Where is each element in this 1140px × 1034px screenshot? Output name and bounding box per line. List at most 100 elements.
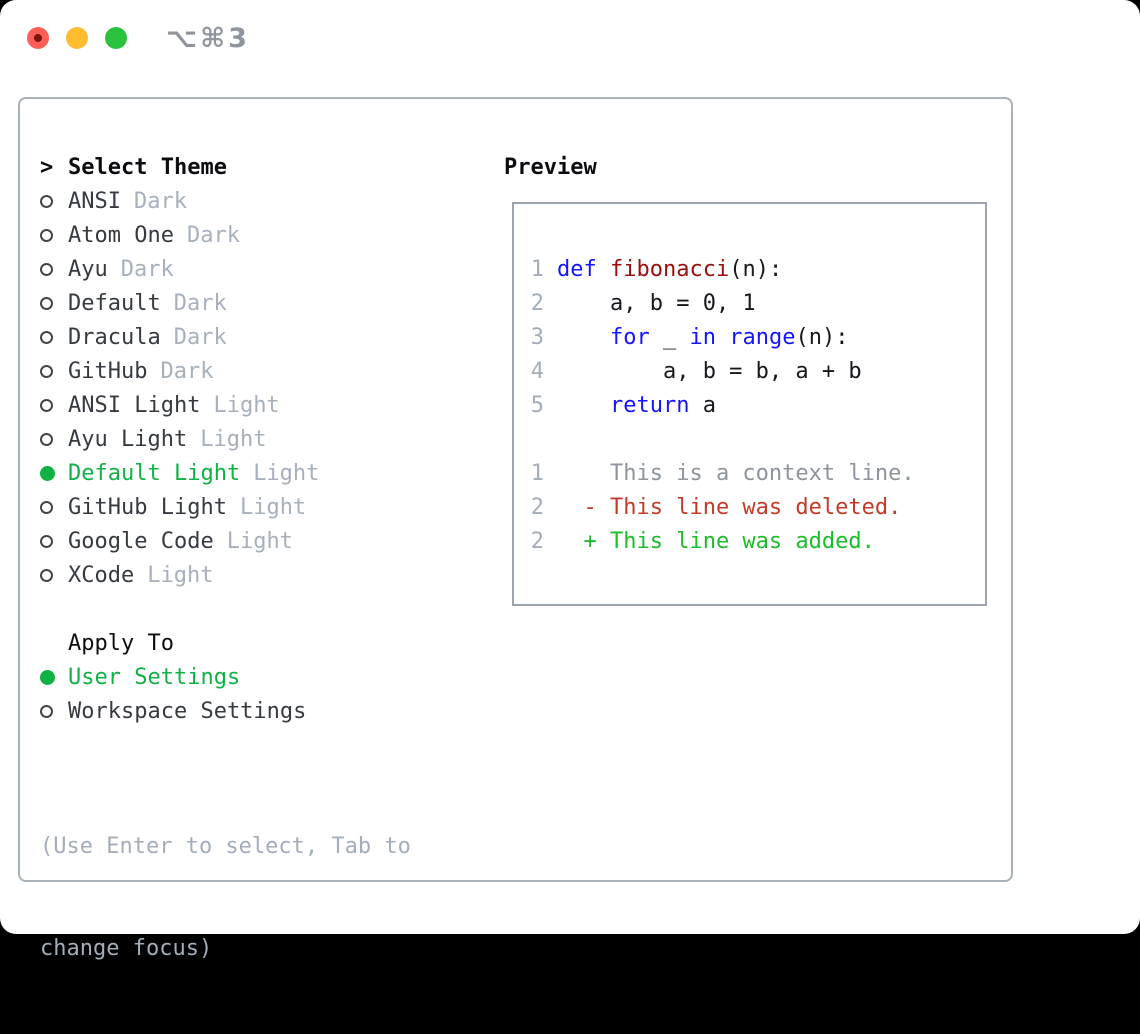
code-line: 1 def fibonacci(n): — [530, 252, 985, 286]
apply-option-label: Workspace Settings — [68, 698, 307, 724]
theme-variant: Dark — [173, 324, 227, 350]
theme-variant: Light — [253, 460, 320, 486]
apply-to-user-settings[interactable]: User Settings — [40, 660, 490, 694]
theme-option-ansi-dark[interactable]: ANSI Dark — [40, 184, 490, 218]
line-number: 2 — [530, 494, 544, 520]
app-window: ⌥⌘3 > Select Theme ANSI Dark Atom One Da… — [0, 0, 1140, 961]
code-keyword: for — [609, 324, 650, 350]
theme-option-dracula-dark[interactable]: Dracula Dark — [40, 320, 490, 354]
radio-unselected-icon — [40, 262, 53, 276]
line-number: 4 — [530, 358, 544, 384]
hint-line-1: (Use Enter to select, Tab to — [40, 834, 411, 859]
code-text: _ — [649, 324, 690, 350]
radio-unselected-icon — [40, 398, 53, 412]
theme-option-github-dark[interactable]: GitHub Dark — [40, 354, 490, 388]
theme-option-xcode[interactable]: XCode Light — [40, 558, 490, 592]
theme-name: Ayu — [68, 256, 108, 282]
apply-to-header: Apply To — [40, 626, 490, 660]
code-text: a, b = b, a + b — [557, 358, 862, 384]
added-line-text: + This line was added. — [557, 528, 875, 554]
theme-variant: Dark — [186, 222, 240, 248]
radio-unselected-icon — [40, 296, 53, 310]
theme-name: XCode — [68, 562, 135, 588]
line-number: 5 — [530, 392, 544, 418]
theme-option-default-dark[interactable]: Default Dark — [40, 286, 490, 320]
radio-unselected-icon — [40, 228, 53, 242]
theme-name: Google Code — [68, 528, 214, 554]
code-keyword: return — [609, 392, 690, 418]
theme-list: > Select Theme ANSI Dark Atom One Dark A… — [40, 150, 490, 1034]
theme-picker-panel: > Select Theme ANSI Dark Atom One Dark A… — [18, 97, 1013, 961]
select-theme-header: > Select Theme — [40, 150, 490, 184]
close-button[interactable] — [27, 27, 49, 49]
theme-variant: Dark — [160, 358, 214, 384]
theme-option-ayu-dark[interactable]: Ayu Dark — [40, 252, 490, 286]
code-function-name: fibonacci — [609, 256, 730, 282]
theme-name: Ayu Light — [68, 426, 188, 452]
code-text: a, b = 0, 1 — [557, 290, 756, 316]
code-keyword: def — [557, 256, 610, 282]
theme-variant: Light — [200, 426, 267, 452]
preview-header: Preview — [504, 150, 1004, 184]
theme-variant: Light — [239, 494, 307, 520]
theme-variant: Dark — [133, 188, 187, 214]
radio-unselected-icon — [40, 330, 53, 344]
zoom-button[interactable] — [105, 27, 127, 49]
code-line: 5 return a — [530, 388, 985, 422]
theme-name: GitHub Light — [68, 494, 227, 520]
radio-selected-icon — [40, 669, 55, 685]
theme-name: GitHub — [68, 358, 148, 384]
line-number: 2 — [530, 290, 544, 316]
preview-title: Preview — [504, 154, 597, 180]
diff-line-deleted: 2 - This line was deleted. — [530, 490, 985, 524]
code-text — [557, 325, 610, 350]
theme-option-google-code[interactable]: Google Code Light — [40, 524, 490, 558]
theme-name: Dracula — [68, 324, 161, 350]
theme-option-default-light[interactable]: Default Light Light — [40, 456, 490, 490]
code-text: (n): — [729, 256, 783, 282]
radio-unselected-icon — [40, 432, 53, 446]
line-number: 1 — [530, 460, 544, 486]
code-keyword: in — [689, 324, 716, 350]
code-text — [557, 393, 610, 418]
theme-name: ANSI Light — [68, 392, 201, 418]
focus-prompt-icon: > — [40, 154, 54, 180]
diff-line-added: 2 + This line was added. — [530, 524, 985, 558]
radio-unselected-icon — [40, 534, 53, 548]
theme-name: ANSI — [68, 188, 121, 214]
theme-variant: Light — [213, 392, 280, 418]
radio-selected-icon — [40, 465, 55, 481]
minimize-button[interactable] — [66, 27, 88, 49]
radio-unselected-icon — [40, 194, 53, 208]
section-title: Select Theme — [68, 154, 227, 180]
theme-option-ayu-light[interactable]: Ayu Light Light — [40, 422, 490, 456]
hint-line-2: change focus) — [40, 936, 213, 961]
code-text — [716, 325, 729, 350]
line-number: 2 — [530, 528, 544, 554]
apply-to-workspace-settings[interactable]: Workspace Settings — [40, 694, 490, 728]
apply-to-title: Apply To — [68, 630, 174, 656]
code-text: a — [689, 392, 716, 418]
theme-option-github-light[interactable]: GitHub Light Light — [40, 490, 490, 524]
theme-variant: Dark — [120, 256, 174, 282]
code-builtin: range — [729, 324, 796, 350]
context-line-text: This is a context line. — [557, 460, 915, 486]
theme-name: Atom One — [68, 222, 174, 248]
diff-line-context: 1 This is a context line. — [530, 456, 985, 490]
diff-sample: 1 This is a context line. 2 - This line … — [530, 456, 985, 558]
radio-unselected-icon — [40, 704, 53, 718]
theme-variant: Light — [147, 562, 214, 588]
code-text: (n): — [795, 324, 849, 350]
code-line: 4 a, b = b, a + b — [530, 354, 985, 388]
theme-name: Default Light — [68, 460, 241, 486]
theme-variant: Dark — [173, 290, 227, 316]
line-number: 1 — [530, 256, 544, 282]
theme-option-atom-one-dark[interactable]: Atom One Dark — [40, 218, 490, 252]
theme-option-ansi-light[interactable]: ANSI Light Light — [40, 388, 490, 422]
radio-unselected-icon — [40, 500, 53, 514]
theme-name: Default — [68, 290, 161, 316]
radio-unselected-icon — [40, 364, 53, 378]
